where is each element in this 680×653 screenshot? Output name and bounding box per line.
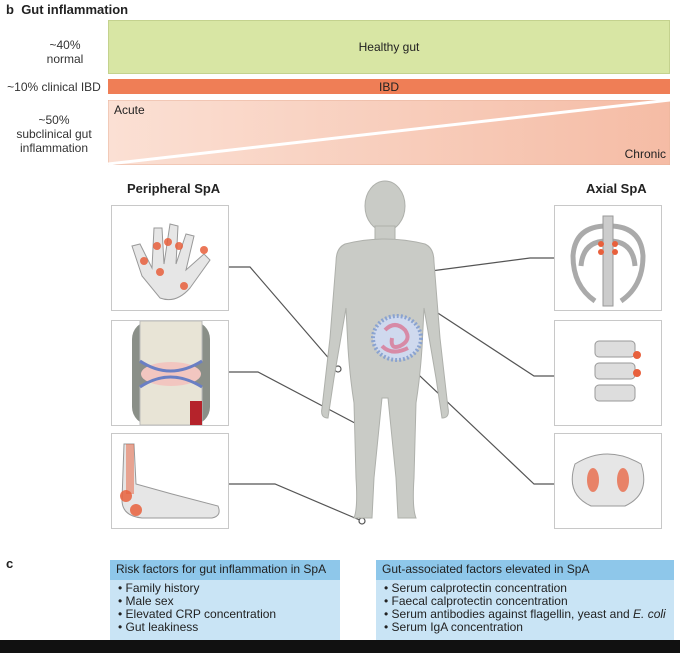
list-item: Gut leakiness: [118, 621, 334, 634]
list-item: Serum calprotectin concentration: [384, 582, 668, 595]
panel-c-label: c: [6, 556, 14, 571]
peripheral-spa-title: Peripheral SpA: [127, 181, 221, 196]
panel-b-header: b Gut inflammation: [6, 2, 128, 17]
bottom-bar: [0, 640, 680, 653]
gut-associated-factors-list: Serum calprotectin concentration Faecal …: [376, 580, 674, 634]
chronic-label: Chronic: [624, 147, 666, 161]
knee-joint-inset: [111, 320, 229, 426]
foot-joints-inset: [111, 433, 229, 529]
subclinical-gradient-graphic: [107, 98, 671, 166]
subclinical-bar: Acute Chronic: [107, 98, 671, 166]
synovial-joint-icon: [132, 320, 210, 426]
pelvis-icon: [571, 453, 645, 507]
ibd-bar: IBD: [108, 79, 670, 94]
human-body-figure: [321, 180, 449, 519]
foot-icon: [120, 443, 220, 519]
acute-label: Acute: [114, 103, 145, 117]
pelvis-inset: [554, 433, 662, 529]
ibd-row-label: ~10% clinical IBD: [7, 80, 101, 94]
list-item: Serum antibodies against flagellin, yeas…: [384, 608, 668, 621]
hand-joints-inset: [111, 205, 229, 311]
spine-ribcage-inset: [554, 205, 662, 311]
healthy-gut-bar: Healthy gut: [108, 20, 670, 74]
list-item: Elevated CRP concentration: [118, 608, 334, 621]
subclinical-line-2: inflammation: [19, 141, 89, 155]
gut-associated-factors-title: Gut-associated factors elevated in SpA: [376, 560, 674, 580]
panel-b-label: b: [6, 2, 14, 17]
list-item: Male sex: [118, 595, 334, 608]
vertebrae-inset: [554, 320, 662, 426]
risk-factors-title: Risk factors for gut inflammation in SpA: [110, 560, 340, 580]
list-item: Family history: [118, 582, 334, 595]
gut-associated-factors-box: Gut-associated factors elevated in SpA S…: [376, 560, 674, 640]
subclinical-row-label: ~50% subclinical gut inflammation: [4, 113, 104, 155]
normal-percent: ~40%: [49, 38, 81, 52]
subclinical-line-1: subclinical gut: [16, 127, 92, 141]
hand-icon: [131, 223, 211, 301]
list-item-italic: E. coli: [633, 607, 666, 621]
subclinical-percent: ~50%: [38, 113, 70, 127]
ibd-bar-label: IBD: [378, 79, 399, 94]
list-item: Faecal calprotectin concentration: [384, 595, 668, 608]
normal-row-label: ~40% normal: [30, 38, 100, 66]
normal-word: normal: [46, 52, 84, 66]
list-item: Serum IgA concentration: [384, 621, 668, 634]
ribcage-icon: [570, 215, 646, 307]
risk-factors-list: Family history Male sex Elevated CRP con…: [110, 580, 340, 634]
panel-b-title: Gut inflammation: [21, 2, 129, 17]
healthy-gut-label: Healthy gut: [358, 40, 420, 54]
axial-spa-title: Axial SpA: [586, 181, 647, 196]
list-item-text: Serum antibodies against flagellin, yeas…: [391, 607, 630, 621]
intestine-icon: [371, 314, 423, 362]
risk-factors-box: Risk factors for gut inflammation in SpA…: [110, 560, 340, 640]
vertebrae-icon: [594, 340, 641, 402]
acute-chronic-divider: [107, 98, 671, 166]
